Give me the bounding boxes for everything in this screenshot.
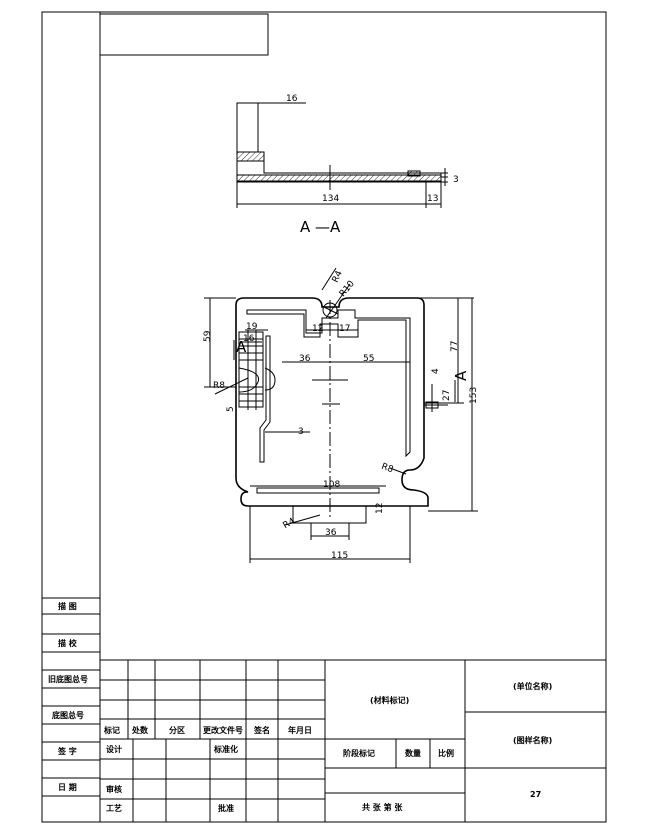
dim-13: 13 — [427, 194, 438, 204]
left-stamp-column: 描 图 描 校 旧底图总号 底图总号 签 字 日 期 — [42, 597, 100, 797]
dim-36-b: 36 — [325, 528, 337, 538]
section-label: A —A — [300, 218, 341, 236]
plan-inner-contour — [246, 309, 411, 458]
label-drawing-no: 27 — [530, 790, 541, 799]
dim-27: 27 — [442, 390, 452, 401]
section-arrow-left: A — [236, 338, 247, 356]
dim-77: 77 — [450, 341, 460, 352]
bottom-slot — [256, 487, 380, 494]
label-scale: 比例 — [438, 748, 454, 758]
plan-view: R4 R10 12 17 19 16 59 36 55 R8 5 3 4 27 … — [203, 267, 479, 563]
plan-outer-contour — [235, 297, 429, 507]
dim-17: 17 — [339, 324, 350, 334]
dim-16-section: 16 — [286, 94, 298, 104]
dim-5: 5 — [226, 406, 236, 412]
section-view: 16 134 13 3 A —A — [236, 94, 459, 236]
label-material: (材料标记) — [370, 695, 409, 705]
dim-55: 55 — [363, 354, 374, 364]
dim-108: 108 — [323, 480, 340, 490]
dim-12-bottom: 12 — [375, 503, 385, 514]
section-outline — [236, 102, 442, 183]
label-date: 日 期 — [58, 782, 77, 792]
dim-r4-top: R4 — [331, 269, 345, 284]
label-draw: 描 图 — [58, 601, 77, 611]
section-hatch-vertical — [236, 151, 265, 162]
dim-19: 19 — [246, 322, 258, 332]
label-approve: 批准 — [218, 803, 234, 813]
title-block: 标记 处数 分区 更改文件号 签名 年月日 设计 标准化 审核 工艺 批准 (材… — [100, 659, 607, 822]
dim-59: 59 — [203, 330, 213, 342]
outer-border — [41, 11, 607, 823]
dim-36-a: 36 — [299, 354, 311, 364]
header-mark: 标记 — [103, 725, 120, 735]
label-weight: 数量 — [405, 748, 421, 758]
dim-12: 12 — [312, 324, 323, 334]
header-signature: 签名 — [253, 725, 270, 735]
dim-4: 4 — [431, 368, 441, 374]
section-arrow-right: A — [452, 370, 470, 381]
left-slot-arc — [238, 367, 260, 393]
section-hatch-pad — [407, 170, 421, 177]
label-standardize: 标准化 — [213, 744, 238, 754]
dim-r8-left: R8 — [213, 381, 225, 391]
label-unit-name: (单位名称) — [513, 681, 552, 691]
header-date: 年月日 — [288, 725, 312, 735]
label-process: 工艺 — [106, 803, 122, 813]
dim-r8-right: R8 — [380, 462, 395, 476]
label-stage-mark: 阶段标记 — [343, 748, 375, 758]
dim-r4-bottom: R4 — [282, 516, 298, 531]
dim-153: 153 — [469, 387, 479, 404]
label-base-no: 底图总号 — [51, 710, 84, 720]
label-drawing-name: (图样名称) — [513, 735, 552, 745]
comb-plate — [238, 331, 264, 408]
label-check: 审核 — [106, 784, 122, 794]
label-sheets: 共 张 第 张 — [362, 802, 403, 812]
dim-115: 115 — [331, 551, 348, 561]
label-design: 设计 — [106, 744, 122, 754]
dim-16-plan: 16 — [243, 334, 255, 344]
label-sign: 签 字 — [57, 746, 77, 756]
top-code-box — [99, 13, 269, 56]
label-old-no: 旧底图总号 — [48, 674, 88, 684]
label-trace: 描 校 — [58, 638, 78, 648]
dim-134: 134 — [322, 194, 339, 204]
dim-3-section: 3 — [453, 175, 459, 185]
header-change-doc: 更改文件号 — [203, 725, 243, 735]
header-zone: 分区 — [169, 725, 185, 735]
header-count: 处数 — [131, 725, 149, 735]
dim-3-plan: 3 — [298, 427, 304, 437]
